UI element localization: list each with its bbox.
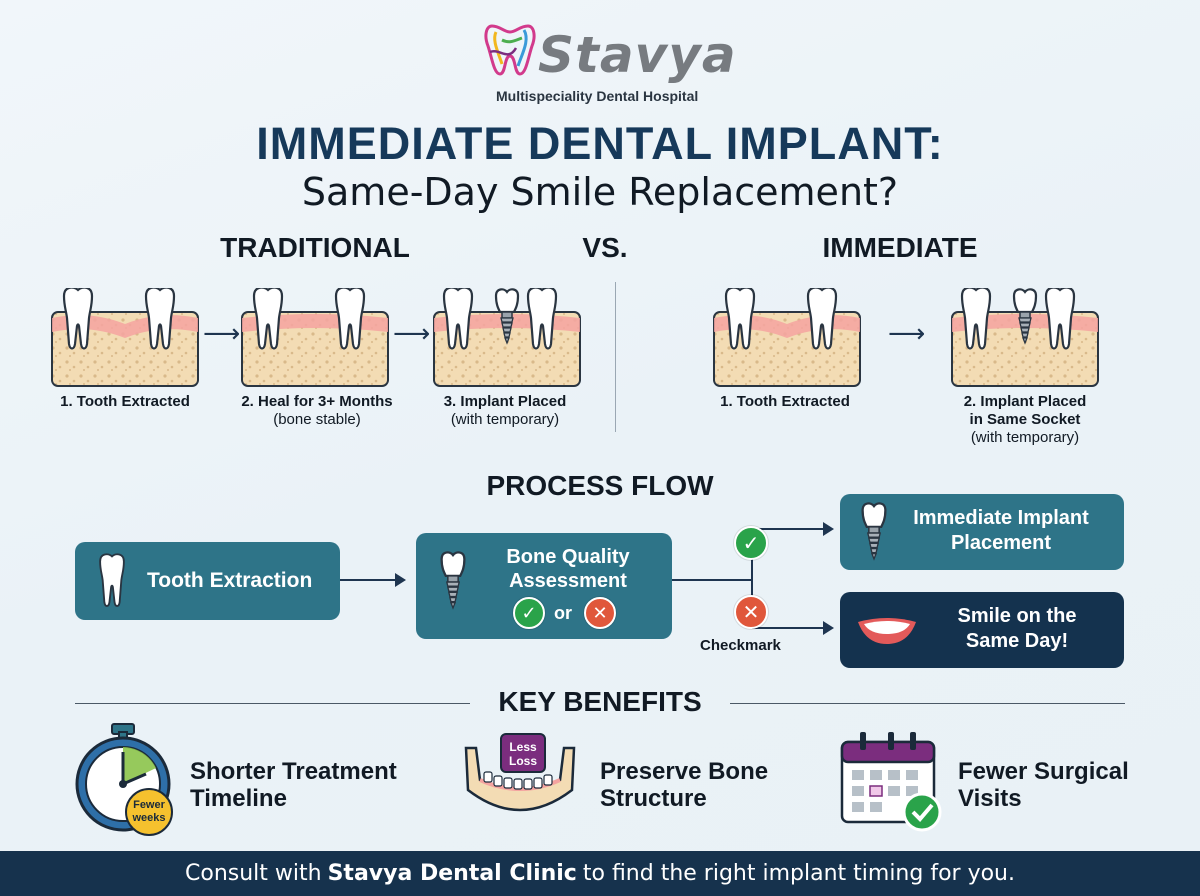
footer-banner: Consult with Stavya Dental Clinic to fin… xyxy=(0,851,1200,896)
footer-clinic-name: Stavya Dental Clinic xyxy=(327,861,577,886)
implant-icon xyxy=(440,551,466,610)
traditional-step2-note: (bone stable) xyxy=(273,411,361,428)
traditional-step2-label: 2. Heal for 3+ Months(bone stable) xyxy=(241,393,393,428)
footer-prefix: Consult with xyxy=(185,861,322,886)
arrow-right-icon: ⟶ xyxy=(393,318,431,348)
calendar-icon xyxy=(840,732,942,832)
comparison-divider xyxy=(615,282,616,432)
arrow-head-icon xyxy=(395,573,406,587)
traditional-step3-illustration xyxy=(433,288,581,387)
tooth-icon xyxy=(99,553,125,607)
or-label: or xyxy=(554,603,572,623)
vs-label: VS. xyxy=(582,232,628,263)
footer-suffix: to find the right implant timing for you… xyxy=(582,861,1015,886)
divider-right xyxy=(730,703,1125,704)
brand-tagline: Multispeciality Dental Hospital xyxy=(496,88,699,104)
flow-connector xyxy=(752,627,825,629)
immediate-step2-illustration xyxy=(951,288,1099,387)
branch-label: Checkmark xyxy=(700,637,781,654)
arrow-right-icon: ⟶ xyxy=(888,318,926,348)
arrow-head-icon xyxy=(823,522,834,536)
flow-connector xyxy=(672,579,752,581)
flow-connector xyxy=(340,579,396,581)
check-icon: ✓ xyxy=(513,597,545,629)
traditional-step2-illustration xyxy=(241,288,389,387)
flow-branch-line xyxy=(751,528,753,628)
immediate-heading: IMMEDIATE xyxy=(822,232,978,263)
traditional-step3-label: 3. Implant Placed(with temporary) xyxy=(443,393,567,428)
tooth-extraction-box: Tooth Extraction xyxy=(75,542,340,620)
key-benefits-heading: KEY BENEFITS xyxy=(498,686,702,717)
immediate-step2-note: (with temporary) xyxy=(970,429,1080,446)
page-subtitle: Same-Day Smile Replacement? xyxy=(301,170,899,214)
tooth-extraction-label: Tooth Extraction xyxy=(147,569,313,592)
implant-icon xyxy=(861,502,887,561)
arrow-right-icon: ⟶ xyxy=(203,318,241,348)
tooth-logo-icon xyxy=(484,24,536,76)
arrow-head-icon xyxy=(823,621,834,635)
traditional-step1-illustration xyxy=(51,288,199,387)
smile-icon xyxy=(858,618,916,644)
brand-logo: Stavya Multispeciality Dental Hospital xyxy=(478,18,736,108)
immediate-step1-illustration xyxy=(713,288,861,387)
divider-left xyxy=(75,703,470,704)
brand-name: Stavya xyxy=(538,26,737,84)
process-flow-heading: PROCESS FLOW xyxy=(486,470,714,501)
immediate-step1-label: 1. Tooth Extracted xyxy=(720,393,850,410)
jaw-bone-icon xyxy=(464,746,576,812)
flow-connector xyxy=(752,528,825,530)
cross-icon: ✕ xyxy=(734,595,768,629)
page-title: IMMEDIATE DENTAL IMPLANT: xyxy=(256,118,944,169)
check-icon: ✓ xyxy=(734,526,768,560)
cross-icon: ✕ xyxy=(584,597,616,629)
traditional-step3-note: (with temporary) xyxy=(450,411,560,428)
traditional-heading: TRADITIONAL xyxy=(220,232,410,263)
traditional-step1-label: 1. Tooth Extracted xyxy=(60,393,190,410)
